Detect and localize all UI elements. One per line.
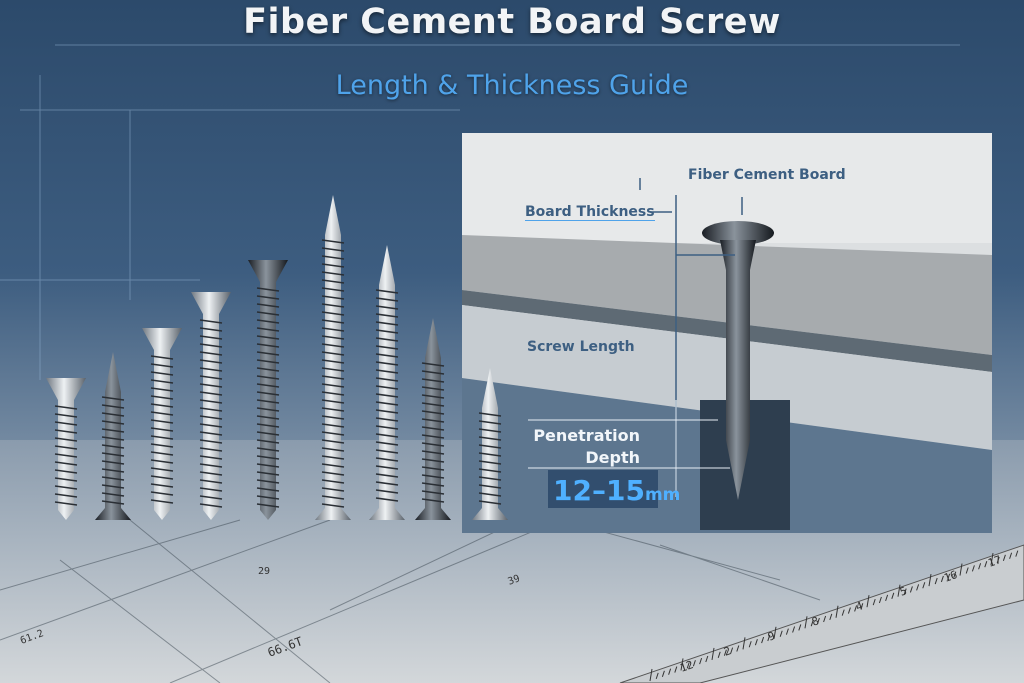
penetration-unit: mm	[644, 485, 681, 505]
ruler-tick	[661, 670, 665, 677]
ruler-tick	[984, 561, 988, 568]
penetration-number: 12–15	[553, 474, 645, 507]
ruler-tick	[798, 624, 802, 631]
ruler-tick	[761, 636, 765, 644]
page-subtitle: Length & Thickness Guide	[335, 70, 689, 101]
ruler-tick	[928, 574, 932, 587]
ruler-tick	[804, 616, 808, 629]
ruler-tick	[841, 609, 845, 616]
ruler-tick	[674, 666, 678, 673]
ruler-tick	[699, 657, 703, 665]
screw	[415, 318, 451, 520]
label-fiber-cement-board: Fiber Cement Board	[688, 167, 846, 183]
ruler-tick	[816, 617, 820, 625]
ruler-tick	[829, 613, 833, 621]
ruler-tick	[866, 595, 870, 608]
ruler-tick	[835, 605, 839, 618]
ruler-tick	[922, 582, 926, 589]
ruler-tick	[810, 620, 814, 627]
ruler-tick	[885, 594, 889, 602]
drawing-note: 29	[258, 566, 271, 577]
penetration-line2: Depth	[585, 448, 640, 467]
ruler-tick	[1002, 554, 1006, 562]
ruler-tick	[717, 651, 721, 658]
ruler-tick	[823, 615, 827, 623]
ruler-tick	[891, 592, 895, 599]
ruler	[619, 544, 1024, 683]
ruler-tick	[723, 649, 727, 656]
ruler-tick	[996, 556, 1000, 564]
ruler-tick	[940, 575, 944, 583]
ruler-tick	[959, 563, 963, 576]
penetration-value: 12–15mm	[553, 474, 680, 507]
ruler-tick	[947, 573, 951, 580]
screw	[95, 352, 131, 520]
screw	[46, 378, 86, 520]
penetration-value-box	[548, 470, 658, 508]
highlighted-screw	[702, 221, 774, 500]
ruler-tick	[953, 571, 957, 578]
screw	[191, 292, 231, 520]
ruler-tick	[767, 634, 771, 642]
screw	[472, 368, 508, 520]
ruler-tick	[705, 655, 709, 663]
blueprint-lines	[0, 519, 821, 683]
ruler-tick	[847, 607, 851, 614]
ruler-tick	[668, 668, 672, 675]
ruler-tick	[711, 647, 715, 661]
page-title: Fiber Cement Board Screw	[243, 2, 781, 42]
ruler-tick	[736, 645, 740, 652]
ruler-tick	[878, 596, 882, 604]
screw	[142, 328, 182, 520]
ruler-tick	[754, 639, 758, 646]
label-penetration-depth: Penetration Depth	[520, 425, 640, 469]
ruler-tick	[680, 658, 684, 671]
ruler-tick	[649, 668, 653, 682]
ruler-tick	[854, 605, 858, 612]
ruler-tick	[934, 577, 938, 585]
ruler-tick	[655, 672, 659, 680]
label-screw-length: Screw Length	[527, 339, 635, 355]
frame-lines	[0, 44, 960, 380]
ruler-tick	[872, 598, 876, 606]
ruler-tick	[742, 637, 746, 650]
label-board-thickness: Board Thickness	[525, 204, 655, 221]
ruler-tick	[779, 630, 783, 637]
ruler-tick	[903, 588, 907, 595]
ruler-tick	[971, 565, 975, 572]
ruler-tick	[909, 586, 913, 593]
ruler-tick	[990, 552, 994, 566]
ruler-tick	[916, 584, 920, 591]
ruler-tick	[692, 660, 696, 667]
ruler-tick	[965, 567, 969, 574]
ruler-tick	[730, 647, 734, 654]
ruler-tick	[860, 603, 864, 610]
penetration-lines	[528, 400, 730, 497]
ruler-tick	[1015, 550, 1019, 557]
screw	[369, 245, 405, 520]
ruler-tick	[686, 662, 690, 669]
penetration-line1: Penetration	[533, 426, 640, 445]
ruler-tick	[897, 584, 901, 597]
ruler-tick	[792, 626, 796, 633]
ruler-tick	[785, 628, 789, 635]
ruler-tick	[773, 626, 777, 639]
screw	[315, 195, 351, 520]
screw	[248, 260, 288, 520]
ruler-tick	[748, 641, 752, 648]
ruler-tick	[1009, 552, 1013, 559]
screw-lineup	[46, 195, 508, 520]
ruler-tick	[978, 563, 982, 570]
